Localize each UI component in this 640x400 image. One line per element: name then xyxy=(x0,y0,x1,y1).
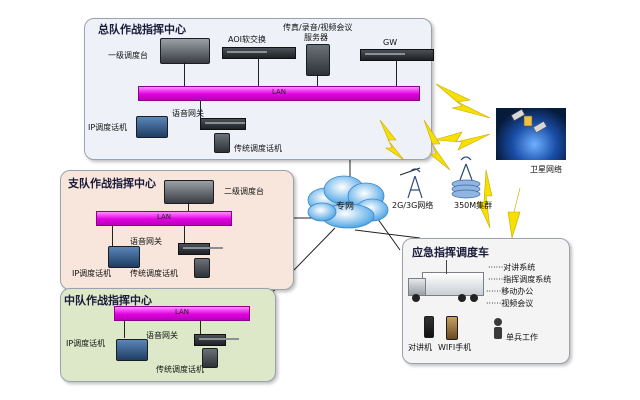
squad-lan-bar: LAN xyxy=(114,306,250,321)
squad-ip-phone-device xyxy=(116,339,148,361)
branch-title: 支队作战指挥中心 xyxy=(68,177,156,190)
hq-lan-bar: LAN xyxy=(138,86,420,101)
satellite-label: 卫星网络 xyxy=(530,165,562,174)
hq-aoi-label: AOI软交换 xyxy=(228,35,266,44)
squad-ip-phone-label: IP调度话机 xyxy=(66,339,106,348)
walkie-label: 对讲机 xyxy=(408,343,432,352)
squad-lan-label: LAN xyxy=(174,308,190,316)
vehicle-system-0: ······对讲系统 xyxy=(488,263,536,272)
wifi-phone-device xyxy=(446,316,458,340)
hq-lan-label: LAN xyxy=(271,88,287,96)
branch-trad-phone-label: 传统调度话机 xyxy=(130,269,178,278)
hq-drop-server xyxy=(317,74,318,86)
squad-drop-left xyxy=(124,320,125,338)
hq-gw-label: GW xyxy=(383,38,398,47)
hq-trad-phone-label: 传统调度话机 xyxy=(234,144,282,153)
branch-voice-gw-label: 语音网关 xyxy=(130,237,162,246)
branch-console-device xyxy=(164,180,214,204)
hq-trad-phone-device xyxy=(214,133,230,153)
wifi-phone-label: WIFI手机 xyxy=(438,343,472,352)
cloud-label: 专网 xyxy=(336,202,355,212)
branch-ip-phone-label: IP调度话机 xyxy=(72,269,112,278)
hq-drop-gw xyxy=(396,59,397,86)
walkie-device xyxy=(424,316,434,338)
branch-drop-left xyxy=(112,225,113,247)
squad-voice-gw-label: 语音网关 xyxy=(146,331,178,340)
vehicle-system-3: ······视频会议 xyxy=(486,299,534,308)
hq-ip-phone-device xyxy=(136,116,168,138)
branch-voice-gw-device xyxy=(178,243,223,255)
branch-drop-right xyxy=(184,225,185,243)
hq-console-label: 一级调度台 xyxy=(108,51,148,60)
hq-drop-aoi xyxy=(258,57,259,86)
hq-fax-label-1: 传真/录音/视频会议 xyxy=(283,23,353,32)
squad-voice-gw-device xyxy=(194,334,239,346)
vehicle-system-2: ······移动办公 xyxy=(486,287,534,296)
branch-drop-console xyxy=(188,202,189,212)
hq-console-device xyxy=(160,38,210,64)
squad-panel xyxy=(60,288,276,382)
hq-aoi-device xyxy=(222,47,296,59)
vehicle-truck-image xyxy=(408,260,484,302)
vehicle-panel xyxy=(402,238,570,364)
network-2g3g-label: 2G/3G网络 xyxy=(392,201,434,210)
hq-gw-device xyxy=(360,49,434,61)
branch-trad-phone-device xyxy=(194,258,210,278)
hq-drop-console xyxy=(184,62,185,86)
branch-lan-bar: LAN xyxy=(96,211,232,226)
branch-ip-phone-device xyxy=(108,246,140,268)
branch-console-label: 二级调度台 xyxy=(224,187,264,196)
hq-drop-gateway xyxy=(200,100,201,118)
squad-trad-phone-label: 传统调度话机 xyxy=(156,365,204,374)
squad-trad-phone-device xyxy=(202,348,218,368)
hq-voice-gw-device xyxy=(200,118,246,130)
vehicle-title: 应急指挥调度车 xyxy=(412,246,489,259)
network-350m-label: 350M集群 xyxy=(454,201,493,210)
soldier-label: 单兵工作 xyxy=(506,333,538,342)
hq-server-device xyxy=(306,44,330,76)
hq-title: 总队作战指挥中心 xyxy=(98,23,186,36)
hq-ip-phone-label: IP调度话机 xyxy=(88,123,128,132)
hq-fax-label-2: 服务器 xyxy=(304,33,328,42)
branch-lan-label: LAN xyxy=(156,213,172,221)
squad-title: 中队作战指挥中心 xyxy=(64,294,152,307)
hq-voice-gw-label: 语音网关 xyxy=(172,109,204,118)
vehicle-system-1: ······指挥调度系统 xyxy=(488,275,552,284)
squad-drop-right xyxy=(200,320,201,334)
